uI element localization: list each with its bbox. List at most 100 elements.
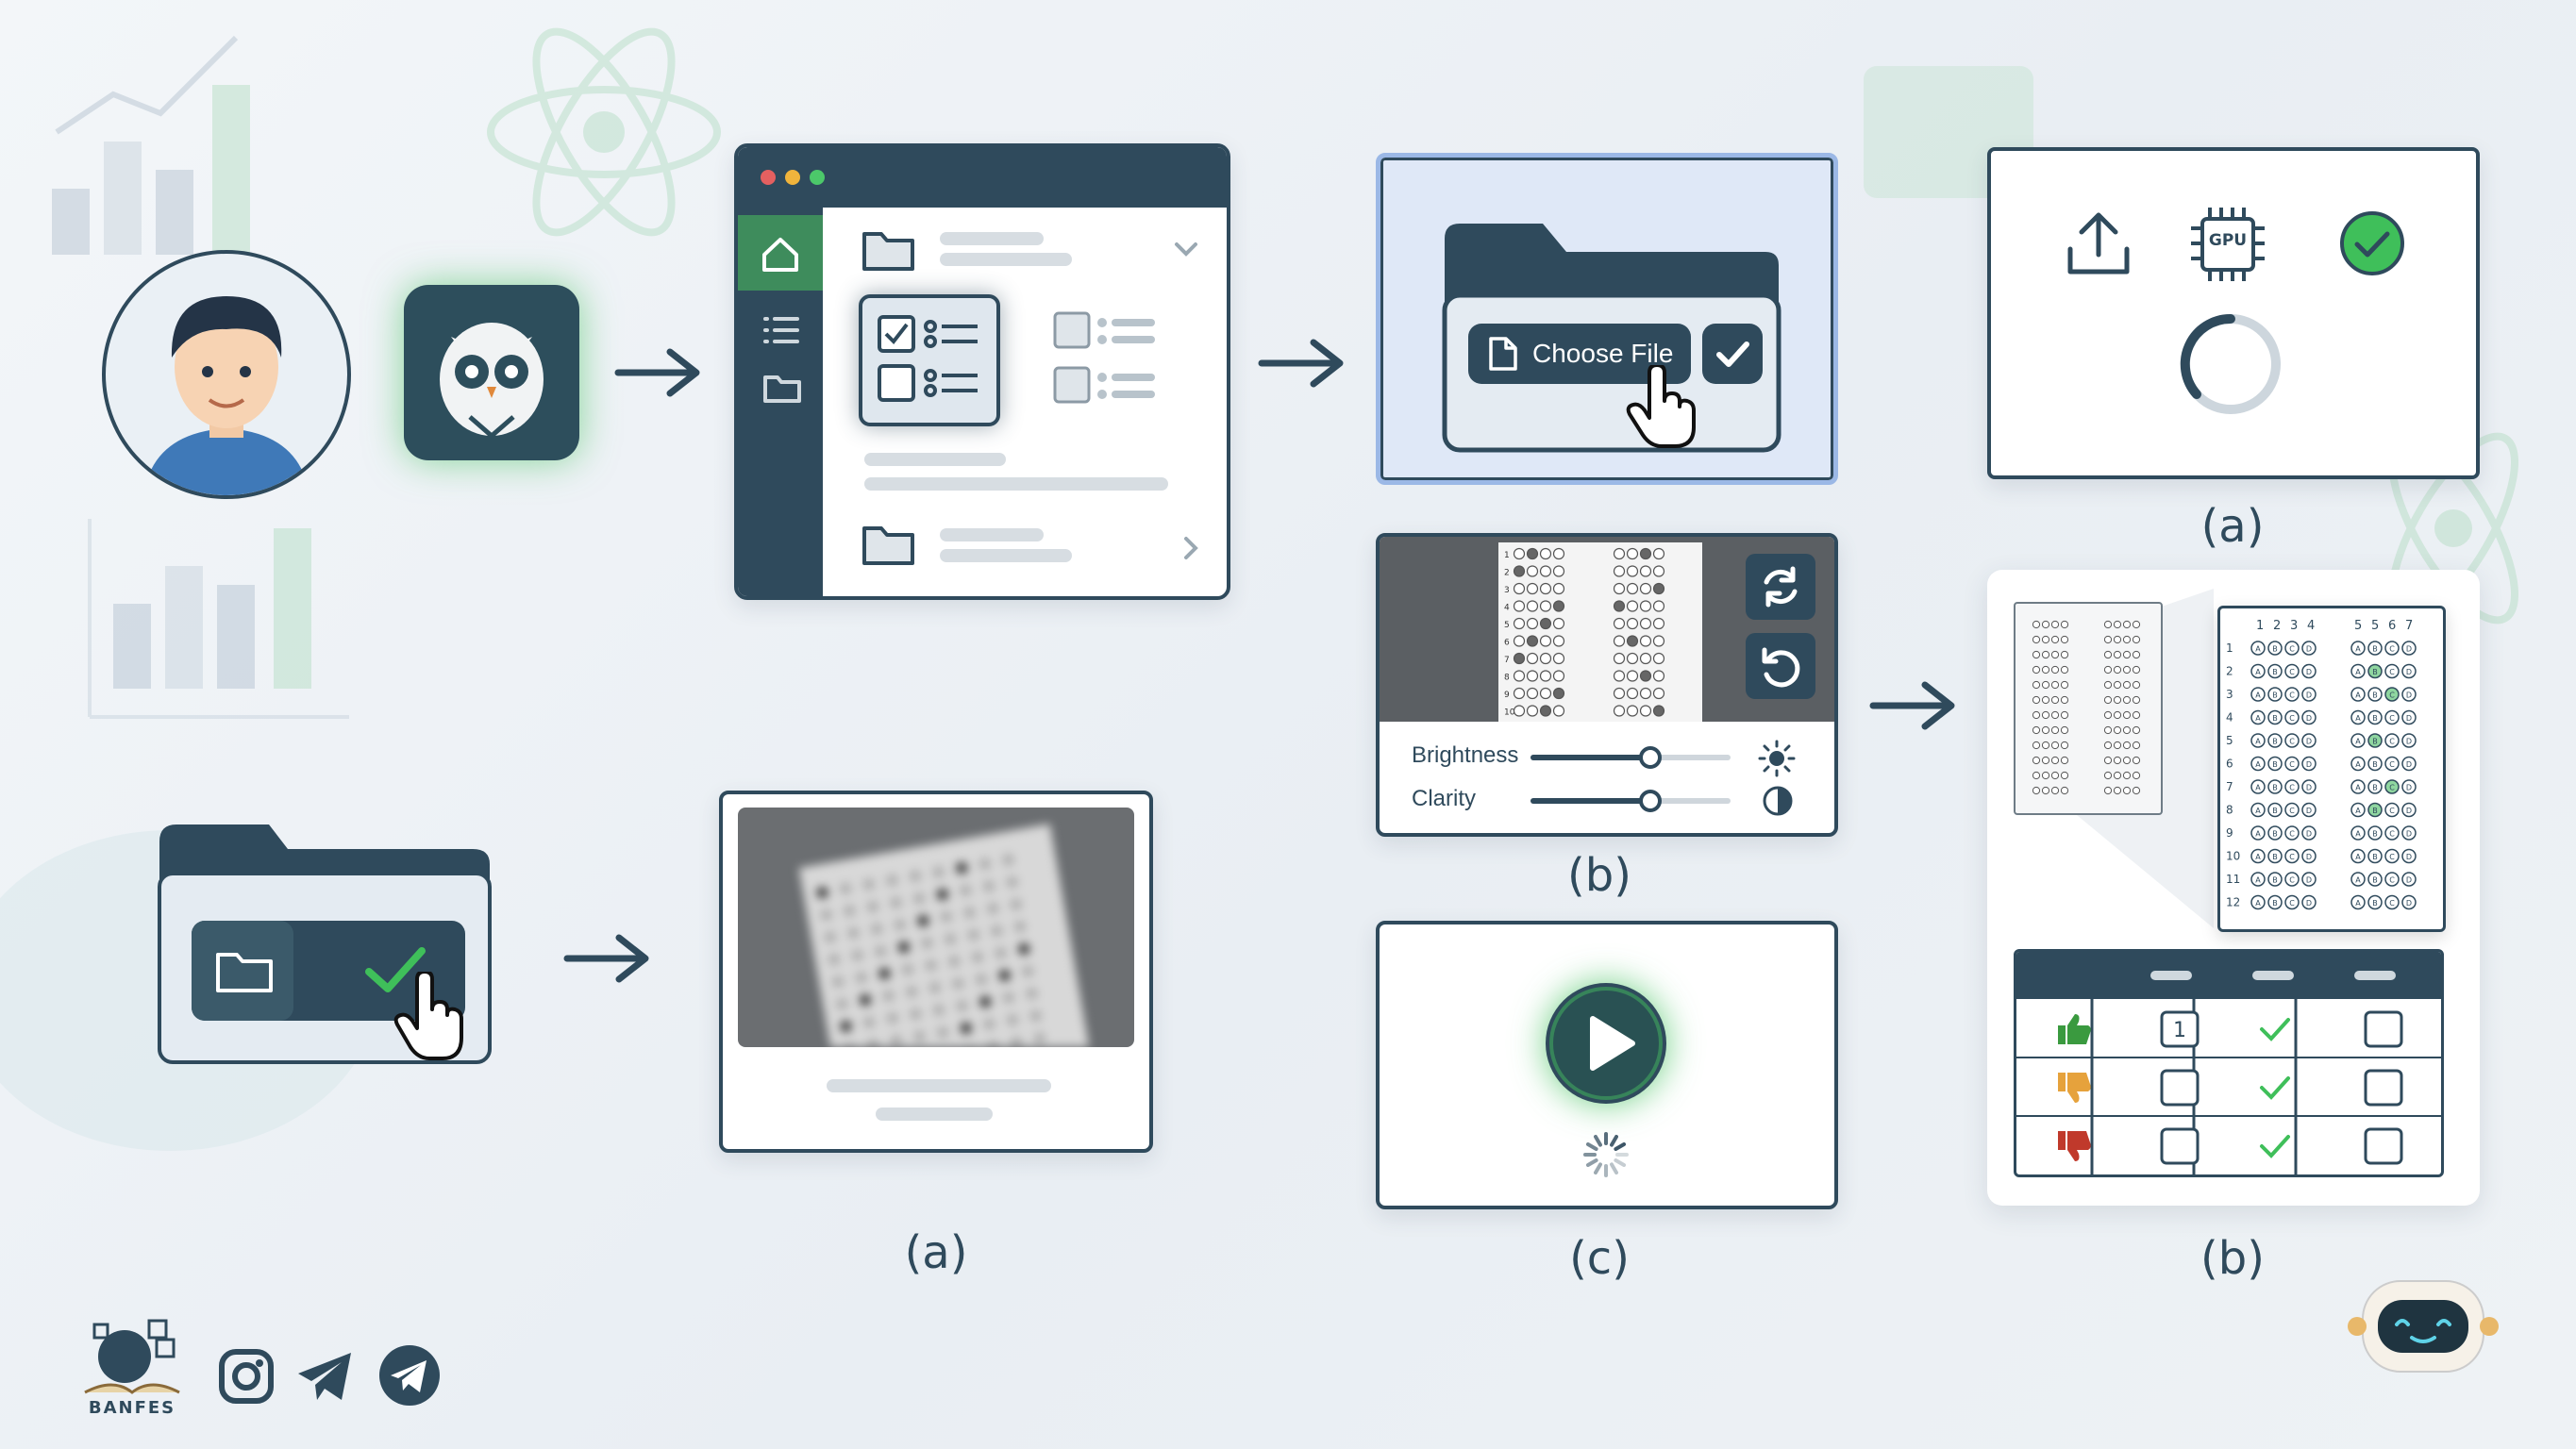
undo-button[interactable] <box>1746 633 1815 699</box>
process-card: GPU <box>1987 147 2480 479</box>
svg-text:B: B <box>2372 853 2378 861</box>
svg-text:D: D <box>2406 807 2412 815</box>
svg-text:B: B <box>2372 714 2378 723</box>
chevron-down-icon[interactable] <box>1172 240 1200 258</box>
svg-text:B: B <box>2372 760 2378 769</box>
svg-text:A: A <box>2255 899 2261 908</box>
svg-text:A: A <box>2355 714 2361 723</box>
svg-text:8: 8 <box>1504 674 1510 683</box>
svg-text:D: D <box>2406 899 2412 908</box>
telegram-icon[interactable] <box>377 1343 442 1407</box>
app-window <box>734 143 1230 600</box>
svg-text:A: A <box>2255 760 2261 769</box>
svg-text:A: A <box>2255 876 2261 885</box>
svg-text:1: 1 <box>1504 551 1510 560</box>
loading-dots-icon <box>1583 1132 1629 1177</box>
svg-text:B: B <box>2372 899 2378 908</box>
rotate-button[interactable] <box>1746 554 1815 620</box>
svg-text:2: 2 <box>1504 569 1510 578</box>
svg-text:A: A <box>2255 784 2261 792</box>
folder-icon[interactable] <box>762 370 802 404</box>
sidebar-item-home[interactable] <box>738 215 823 291</box>
svg-text:C: C <box>2289 830 2295 839</box>
form-icon[interactable] <box>1049 309 1163 413</box>
caption-run-c: (c) <box>1569 1232 1630 1285</box>
svg-text:A: A <box>2355 899 2361 908</box>
caption-process-a: (a) <box>2200 500 2265 553</box>
play-button[interactable] <box>1546 983 1666 1104</box>
svg-text:B: B <box>2272 899 2278 908</box>
banfes-logo: BANFES <box>75 1311 189 1423</box>
owl-icon <box>440 323 544 440</box>
svg-text:B: B <box>2372 738 2378 746</box>
gpu-chip-icon: GPU <box>2189 206 2267 283</box>
svg-text:A: A <box>2355 645 2361 654</box>
svg-text:D: D <box>2306 899 2312 908</box>
column-header: 1 <box>2256 619 2264 633</box>
svg-text:D: D <box>2306 807 2312 815</box>
maximize-dot[interactable] <box>810 170 825 185</box>
svg-text:B: B <box>2272 760 2278 769</box>
svg-text:A: A <box>2255 830 2261 839</box>
instagram-icon[interactable] <box>217 1347 276 1406</box>
row-number: 10 <box>2226 850 2240 863</box>
svg-text:C: C <box>2389 668 2395 676</box>
svg-text:B: B <box>2272 645 2278 654</box>
sheet-thumbnail <box>2014 602 2163 815</box>
svg-text:D: D <box>2306 760 2312 769</box>
svg-text:A: A <box>2355 830 2361 839</box>
svg-text:A: A <box>2255 738 2261 746</box>
folder-icon[interactable] <box>861 226 917 274</box>
brightness-slider[interactable] <box>1531 746 1731 769</box>
svg-text:A: A <box>2355 691 2361 700</box>
svg-text:A: A <box>2255 691 2261 700</box>
svg-text:A: A <box>2255 807 2261 815</box>
close-dot[interactable] <box>761 170 776 185</box>
brightness-handle[interactable] <box>1639 746 1663 769</box>
arrow-right-1 <box>614 348 700 397</box>
choose-file-button[interactable]: Choose File <box>1468 324 1691 384</box>
svg-text:A: A <box>2355 738 2361 746</box>
minimize-dot[interactable] <box>785 170 800 185</box>
arrow-right-4 <box>563 934 649 983</box>
arrow-right-3 <box>1869 681 1955 730</box>
folder-icon[interactable] <box>861 521 917 568</box>
svg-text:D: D <box>2306 714 2312 723</box>
svg-text:B: B <box>2272 738 2278 746</box>
svg-text:6: 6 <box>1504 639 1510 648</box>
row-number: 8 <box>2226 804 2233 817</box>
svg-text:5: 5 <box>1504 621 1510 630</box>
telegram-icon[interactable] <box>294 1347 357 1406</box>
svg-text:D: D <box>2306 784 2312 792</box>
selected-form-icon[interactable] <box>859 294 1000 426</box>
window-sidebar <box>738 208 823 596</box>
thumbs-down-icon <box>2058 1073 2091 1103</box>
svg-text:C: C <box>2289 645 2295 654</box>
svg-text:B: B <box>2272 784 2278 792</box>
brand-name: BANFES <box>88 1398 176 1418</box>
clarity-handle[interactable] <box>1639 790 1663 812</box>
owl-app-icon[interactable] <box>404 285 579 460</box>
svg-text:A: A <box>2355 784 2361 792</box>
row-number: 5 <box>2226 734 2233 747</box>
hand-cursor-icon <box>1626 365 1696 448</box>
svg-text:1: 1 <box>2173 1019 2186 1042</box>
clarity-slider[interactable] <box>1531 790 1731 812</box>
svg-text:B: B <box>2372 784 2378 792</box>
svg-text:C: C <box>2289 807 2295 815</box>
svg-text:B: B <box>2272 876 2278 885</box>
list-icon[interactable] <box>761 311 801 349</box>
svg-text:B: B <box>2372 830 2378 839</box>
svg-text:B: B <box>2272 714 2278 723</box>
svg-text:D: D <box>2406 668 2412 676</box>
column-header: 2 <box>2273 619 2281 633</box>
contrast-icon <box>1763 786 1793 816</box>
chevron-right-icon[interactable] <box>1181 534 1200 562</box>
svg-text:C: C <box>2289 899 2295 908</box>
confirm-check-button[interactable] <box>1702 324 1763 384</box>
svg-text:D: D <box>2306 876 2312 885</box>
svg-text:B: B <box>2372 691 2378 700</box>
